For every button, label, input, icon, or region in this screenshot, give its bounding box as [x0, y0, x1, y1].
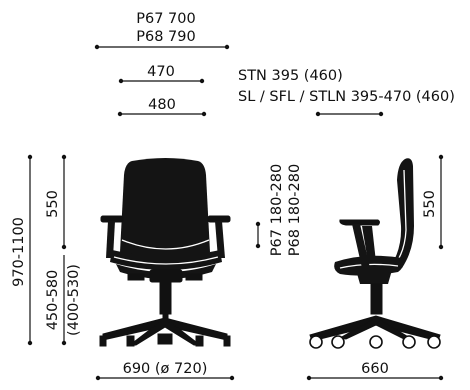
- base-diameter-label: 690 (ø 720): [123, 361, 208, 377]
- caster-front-4: [195, 335, 204, 347]
- chair-side-view: [309, 158, 441, 349]
- caster-front-3: [157, 333, 173, 345]
- armrest-height-dimension-line: [255, 221, 261, 249]
- gas-column-front: [159, 281, 172, 315]
- total-height-dimension-line: [27, 154, 33, 346]
- caster-front-1: [99, 335, 107, 347]
- base-front: [102, 317, 228, 341]
- chair-front-view: [99, 158, 231, 347]
- armrest-width-p67-label: P67 700: [136, 11, 195, 27]
- seat-width-label: 470: [147, 64, 175, 80]
- seat-depth-stn-label: STN 395 (460): [238, 68, 343, 84]
- back-height-side-label: 550: [422, 190, 438, 218]
- seat-height-label: 450-580: [45, 270, 61, 331]
- caster-front-2: [126, 335, 135, 347]
- seat-width-dimension-line: [118, 78, 205, 84]
- armrest-height-p68-label: P68 180-280: [287, 164, 303, 256]
- back-width-dimension-line: [117, 111, 207, 117]
- seat-height-alt-label: (400-530): [66, 264, 82, 336]
- armrest-side: [339, 219, 380, 226]
- back-height-side-dimension-line: [438, 154, 444, 250]
- back-height-front-label: 550: [45, 190, 61, 218]
- armrest-width-p68-label: P68 790: [136, 29, 195, 45]
- seat-height-dimension-line: [61, 255, 67, 346]
- caster-side-1: [309, 335, 323, 349]
- caster-front-5: [223, 335, 231, 347]
- total-height-label: 970-1100: [11, 217, 27, 287]
- backrest-side: [391, 158, 414, 268]
- base-diameter-dimension-line: [95, 375, 235, 381]
- caster-side-5: [427, 335, 441, 349]
- seat-front: [110, 250, 222, 270]
- seat-depth-dimension-line: [315, 111, 384, 117]
- back-height-front-dimension-line: [61, 154, 67, 250]
- armrest-width-dimension-line: [94, 44, 230, 50]
- seat-depth-sl-label: SL / SFL / STLN 395-470 (460): [238, 89, 455, 105]
- backrest-front: [120, 158, 210, 262]
- chair-depth-label: 660: [361, 361, 389, 377]
- caster-side-2: [331, 335, 345, 349]
- chair-depth-dimension-line: [306, 375, 444, 381]
- caster-side-4: [402, 335, 416, 349]
- armrest-height-p67-label: P67 180-280: [269, 164, 285, 256]
- caster-side-3: [369, 335, 383, 349]
- back-width-label: 480: [148, 97, 176, 113]
- gas-column-side: [370, 283, 383, 315]
